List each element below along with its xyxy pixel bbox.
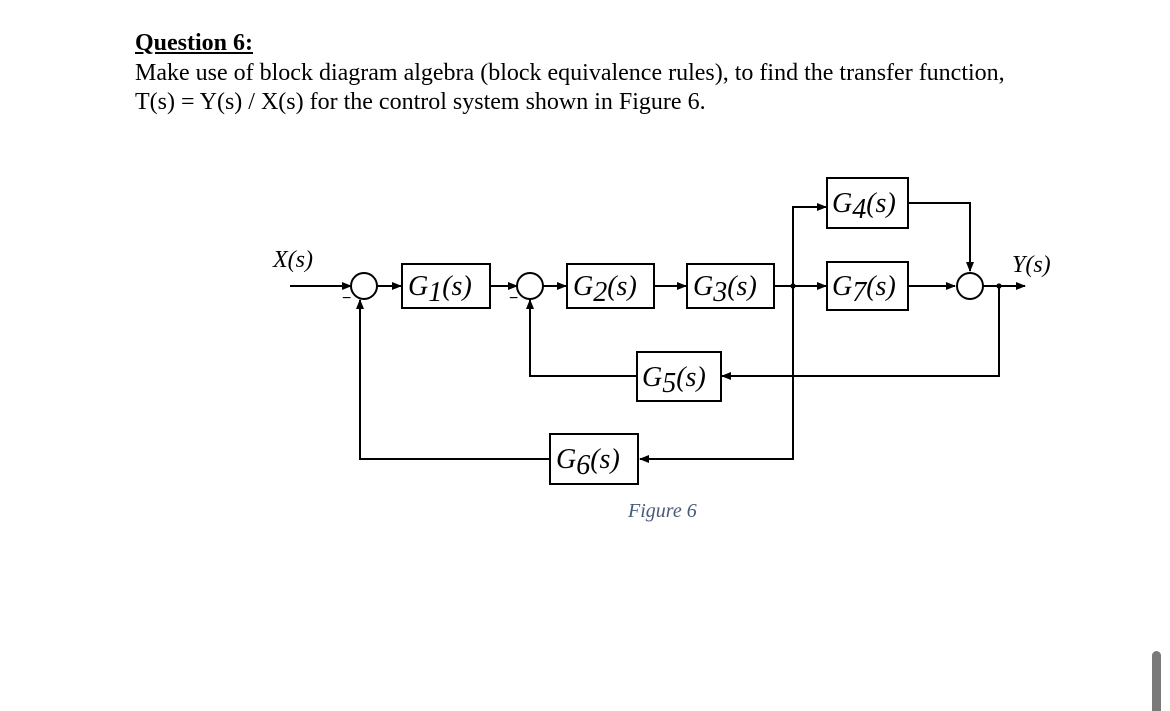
svg-text:G3(s): G3(s)	[693, 271, 757, 308]
svg-text:G4(s): G4(s)	[832, 188, 896, 225]
minus-sign-1: −	[342, 290, 351, 307]
summing-junction-3	[956, 272, 984, 300]
takeoff-point-dot	[790, 283, 796, 289]
minus-sign-2: −	[509, 290, 518, 307]
question-title: Question 6:	[135, 30, 254, 56]
wire-g6-s1	[356, 299, 549, 460]
output-label: Y(s)	[1012, 252, 1051, 278]
svg-text:G2(s): G2(s)	[573, 271, 637, 308]
block-g3: G3(s)	[686, 263, 775, 309]
summing-junction-1	[350, 272, 378, 300]
signal-wires	[290, 202, 1026, 463]
wire-g4-s3	[908, 202, 974, 272]
svg-text:G7(s): G7(s)	[832, 271, 896, 308]
wire-to-g6	[639, 286, 794, 463]
summing-junction-2	[516, 272, 544, 300]
block-g2: G2(s)	[566, 263, 655, 309]
block-g5: G5(s)	[636, 351, 722, 402]
block-g1: G1(s)	[401, 263, 491, 309]
wire-to-g5	[721, 286, 1000, 380]
question-line-1: Make use of block diagram algebra (block…	[135, 60, 1005, 86]
takeoff-point-dot	[996, 283, 1002, 289]
figure-caption: Figure 6	[627, 500, 697, 522]
svg-text:G1(s): G1(s)	[408, 271, 472, 308]
input-label: X(s)	[272, 247, 313, 273]
svg-text:G5(s): G5(s)	[642, 362, 706, 399]
svg-text:G6(s): G6(s)	[556, 444, 620, 481]
vertical-scrollbar[interactable]	[1152, 651, 1161, 711]
block-g4: G4(s)	[826, 177, 909, 229]
wire-to-g4	[792, 203, 827, 286]
question-body: Make use of block diagram algebra (block…	[135, 59, 1135, 117]
question-line-2: T(s) = Y(s) / X(s) for the control syste…	[135, 89, 706, 115]
wire-g5-s2	[526, 299, 636, 377]
block-g6: G6(s)	[549, 433, 639, 485]
block-g7: G7(s)	[826, 261, 909, 311]
